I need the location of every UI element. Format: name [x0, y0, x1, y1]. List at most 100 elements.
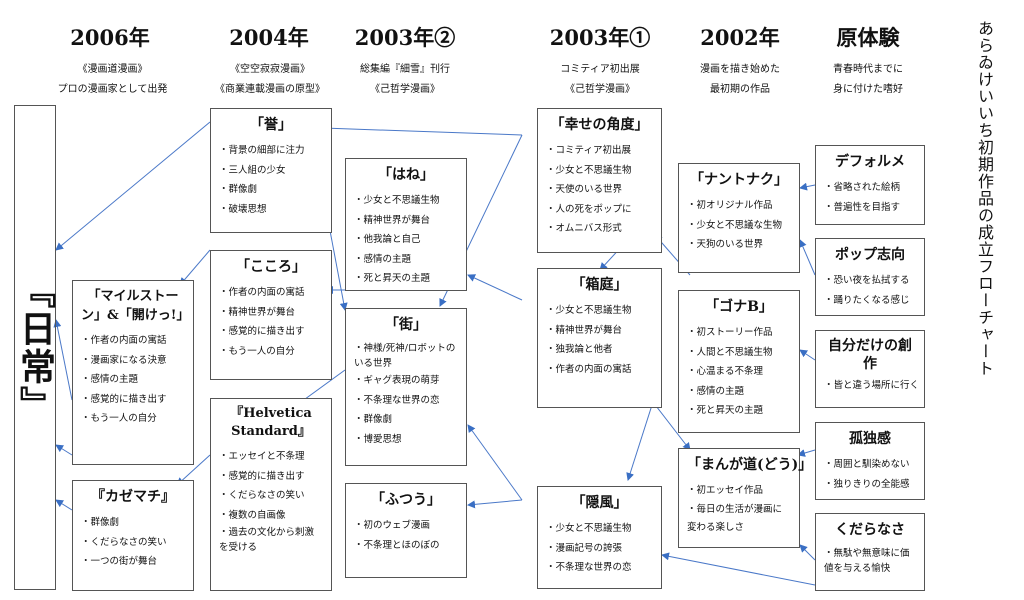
- box-item: 感情の主題: [81, 370, 185, 390]
- box-nantonaku: 「ナントナク」 初オリジナル作品 少女と不思議な生物 天狗のいる世界: [678, 163, 800, 273]
- box-item: 初オリジナル作品: [687, 196, 791, 216]
- box-item: 博愛思想: [354, 430, 458, 450]
- box-item: 感情の主題: [687, 382, 791, 402]
- box-title: 「こころ」: [236, 259, 306, 275]
- box-item: 周囲と馴染めない: [824, 455, 916, 475]
- arrow: [179, 249, 211, 286]
- arrow: [799, 544, 816, 561]
- box-title: 「箱庭」: [571, 277, 628, 293]
- box-item: 少女と不思議生物: [546, 161, 653, 181]
- box-item: 三人組の少女: [219, 161, 323, 181]
- arrow: [661, 552, 816, 586]
- box-title: 「まんが道(どう)」: [687, 457, 813, 473]
- box-item: 一つの街が舞台: [81, 552, 185, 572]
- box-item: 省略された絵柄: [824, 178, 916, 198]
- box-item: 群像劇: [219, 180, 323, 200]
- box-title: 『Helvetica Standard』: [230, 406, 312, 439]
- box-item: 神様/死神/ロボットのいる世界: [354, 341, 458, 371]
- arrow: [55, 499, 73, 511]
- box-item: コミティア初出展: [546, 141, 653, 161]
- box-hane: 「はね」 少女と不思議生物 精神世界が舞台 他我論と自己 感情の主題 死と昇天の…: [345, 158, 467, 291]
- box-item: 作者の内面の寓話: [219, 283, 323, 303]
- box-item: 不条理な世界の恋: [354, 391, 458, 411]
- box-item: 心温まる不条理: [687, 362, 791, 382]
- box-item: 天使のいる世界: [546, 180, 653, 200]
- box-hakoniwa: 「箱庭」 少女と不思議生物 精神世界が舞台 独我論と他者 作者の内面の寓話: [537, 268, 662, 408]
- box-title: 「ふつう」: [371, 492, 441, 508]
- side-title: あらゐけいいち初期作品の成立フローチャート: [975, 20, 994, 377]
- box-milestone: 「マイルストーン」&「開けっ!」 作者の内面の寓話 漫画家になる決意 感情の主題…: [72, 280, 194, 465]
- box-item: 初のウェブ漫画: [354, 516, 458, 536]
- box-item: もう一人の自分: [219, 342, 323, 362]
- box-item: ギャグ表現の萌芽: [354, 371, 458, 391]
- box-title: 「ナントナク」: [690, 172, 788, 188]
- column-year-2006: 2006年: [70, 25, 150, 50]
- box-gonab: 「ゴナB」 初ストーリー作品 人間と不思議生物 心温まる不条理 感情の主題 死と…: [678, 290, 800, 433]
- box-title: ポップ志向: [835, 247, 905, 263]
- column-year-2003b: 2003年②: [354, 25, 456, 50]
- box-item: 不条理とほのぼの: [354, 536, 458, 556]
- box-item: 精神世界が舞台: [354, 211, 458, 231]
- column-sub-origin: 青春時代までに身に付けた嗜好: [833, 64, 903, 95]
- box-homare: 「誉」 背景の細部に注力 三人組の少女 群像劇 破壊思想: [210, 108, 332, 233]
- column-sub-2006: 《漫画道漫画》プロの漫画家として出発: [57, 64, 168, 95]
- arrow: [467, 424, 523, 501]
- arrow: [53, 319, 73, 401]
- main-work-title: 『日常』: [14, 271, 56, 424]
- box-title: くだらなさ: [835, 522, 905, 538]
- box-inpuu: 「隠風」 少女と不思議生物 漫画記号の誇張 不条理な世界の恋: [537, 486, 662, 589]
- box-item: 少女と不思議生物: [546, 519, 653, 539]
- box-item: くだらなさの笑い: [219, 486, 323, 506]
- box-item: 過去の文化から刺激を受ける: [219, 525, 323, 555]
- box-item: 少女と不思議な生物: [687, 216, 791, 236]
- box-machi: 「街」 神様/死神/ロボットのいる世界 ギャグ表現の萌芽 不条理な世界の恋 群像…: [345, 308, 467, 466]
- box-item: 初ストーリー作品: [687, 323, 791, 343]
- box-kodoku: 孤独感 周囲と馴染めない 独りきりの全能感: [815, 422, 925, 500]
- box-item: 群像劇: [81, 513, 185, 533]
- column-year-2003a: 2003年①: [549, 25, 651, 50]
- box-item: 少女と不思議生物: [354, 191, 458, 211]
- box-kazemachi: 『カゼマチ』 群像劇 くだらなさの笑い 一つの街が舞台: [72, 480, 194, 591]
- box-kudaranasa: くだらなさ 無駄や無意味に価値を与える愉快: [815, 513, 925, 591]
- box-item: 踊りたくなる感じ: [824, 291, 916, 311]
- box-item: オムニバス形式: [546, 219, 653, 239]
- box-title: 自分だけの創作: [828, 338, 912, 372]
- arrow: [799, 239, 816, 276]
- column-year-2002: 2002年: [700, 25, 780, 50]
- box-item: 普遍性を目指す: [824, 198, 916, 218]
- column-sub-2004: 《空空寂寂漫画》《商業連載漫画の原型》: [215, 64, 325, 95]
- main-work-box: 『日常』: [14, 105, 56, 590]
- arrow: [55, 444, 73, 456]
- box-item: 漫画記号の誇張: [546, 539, 653, 559]
- box-shiawase: 「幸せの角度」 コミティア初出展 少女と不思議生物 天使のいる世界 人の死をポッ…: [537, 108, 662, 253]
- box-item: 毎日の生活が漫画に変わる楽しさ: [687, 501, 791, 537]
- column-sub-2002: 漫画を描き始めた最初期の作品: [700, 64, 780, 95]
- box-item: 複数の自画像: [219, 506, 323, 526]
- box-item: 恐い夜を払拭する: [824, 271, 916, 291]
- box-item: 作者の内面の寓話: [546, 360, 653, 380]
- box-title: 「幸せの角度」: [550, 117, 649, 133]
- box-item: くだらなさの笑い: [81, 533, 185, 553]
- box-kokoro: 「こころ」 作者の内面の寓話 精神世界が舞台 感覚的に描き出す もう一人の自分: [210, 250, 332, 380]
- arrow: [327, 219, 348, 311]
- box-jibun: 自分だけの創作 皆と違う場所に行く: [815, 330, 925, 408]
- box-item: 漫画家になる決意: [81, 351, 185, 371]
- box-item: 感覚的に描き出す: [219, 467, 323, 487]
- column-sub-2003b: 総集編『細雪』刊行《己哲学漫画》: [360, 64, 450, 95]
- box-item: 感覚的に描き出す: [81, 390, 185, 410]
- box-item: 精神世界が舞台: [219, 303, 323, 323]
- box-item: 破壊思想: [219, 200, 323, 220]
- box-item: 人の死をポップに: [546, 200, 653, 220]
- box-title: 孤独感: [849, 431, 891, 447]
- box-title: 「街」: [385, 317, 427, 333]
- box-item: 独りきりの全能感: [824, 475, 916, 495]
- box-item: 死と昇天の主題: [687, 401, 791, 421]
- box-item: 群像劇: [354, 410, 458, 430]
- column-year-origin: 原体験: [836, 25, 900, 50]
- box-title: 「誉」: [250, 117, 292, 133]
- arrow: [467, 499, 523, 509]
- box-item: 天狗のいる世界: [687, 235, 791, 255]
- box-helvetica: 『Helvetica Standard』 エッセイと不条理 感覚的に描き出す く…: [210, 398, 332, 591]
- box-title: 「隠風」: [571, 495, 628, 511]
